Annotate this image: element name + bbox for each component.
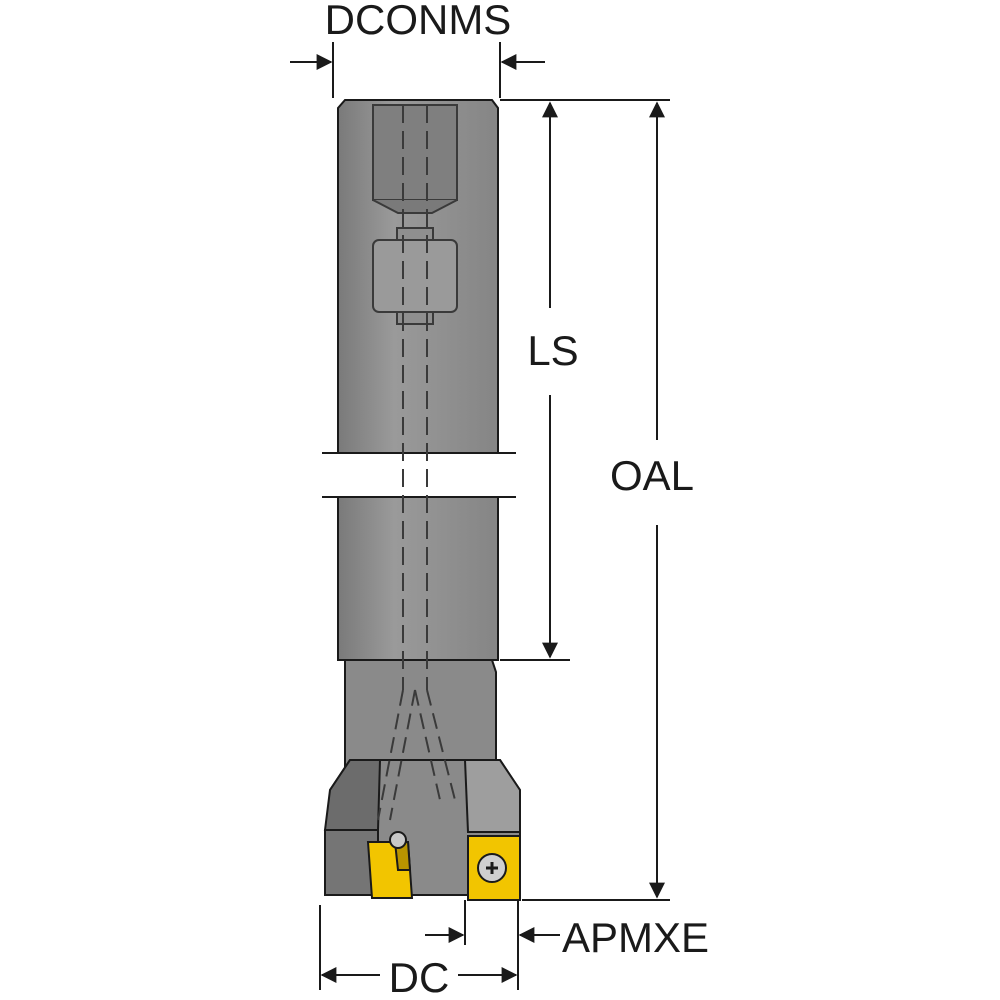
cutting-insert-left [366, 831, 414, 899]
shank-lower [337, 496, 499, 661]
coolant-channel [372, 104, 458, 821]
oal-label: OAL [610, 452, 694, 499]
tool-neck [344, 659, 497, 781]
break-lines [322, 452, 516, 498]
dc-label: DC [389, 954, 450, 1000]
cutting-insert-right [467, 835, 521, 901]
apmxe-label: APMXE [562, 914, 709, 961]
dimension-lines [290, 42, 670, 990]
dconms-label: DCONMS [325, 0, 512, 43]
ls-label: LS [527, 327, 578, 374]
